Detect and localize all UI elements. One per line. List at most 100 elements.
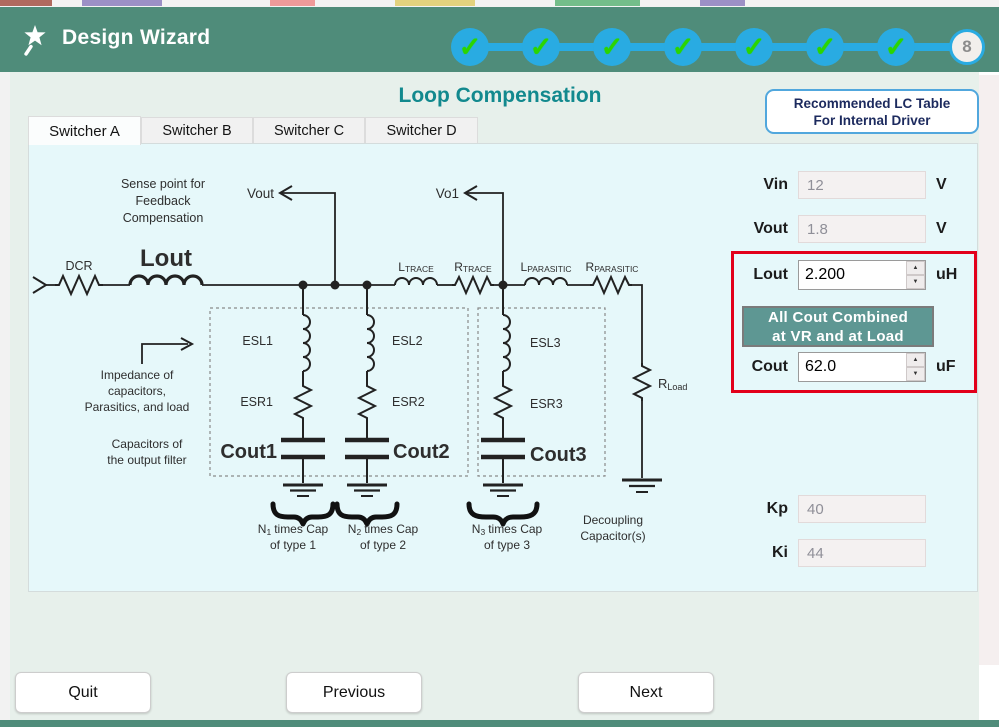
window-title: Design Wizard [62, 26, 211, 49]
lparasitic-label: LPARASITIC [521, 260, 572, 274]
vout-label: Vout [247, 186, 274, 201]
decoupling-label-line2: Capacitor(s) [580, 529, 645, 543]
rload-label: RLoad [658, 376, 687, 392]
progress-step-3-done: ✓ [593, 28, 631, 66]
lout-label: Lout [140, 245, 192, 272]
ltrace-label: LTRACE [398, 260, 434, 274]
lparasitic-inductor [524, 277, 568, 286]
background-artifact [270, 0, 315, 6]
sense-note-line3: Compensation [123, 211, 204, 225]
lout-label: Lout [753, 266, 788, 283]
lout-spin-down-icon[interactable]: ▼ [906, 275, 925, 289]
background-artifact [395, 0, 475, 6]
rparasitic-resistor [590, 274, 632, 296]
cout-spinner: ▲ ▼ [798, 352, 926, 382]
cout-label: Cout [751, 358, 788, 375]
check-icon: ✓ [529, 32, 553, 62]
tab-switcher-c[interactable]: Switcher C [253, 117, 365, 144]
rtrace-label: RTRACE [454, 260, 492, 274]
rload-resistor [631, 363, 653, 401]
lout-unit: uH [936, 266, 958, 283]
cap-branch-3 [481, 285, 525, 497]
sense-note-line2: Feedback [136, 194, 192, 208]
esl2-label: ESL2 [392, 334, 423, 348]
cap-branch-2 [345, 285, 389, 497]
cout2-label: Cout2 [393, 441, 450, 463]
magic-wand-icon [18, 23, 52, 64]
background-artifact [555, 0, 640, 6]
cout-field[interactable] [799, 353, 906, 381]
cout-unit: uF [936, 358, 956, 375]
cout-spin-up-icon[interactable]: ▲ [906, 353, 925, 367]
tab-switcher-d[interactable]: Switcher D [365, 117, 478, 144]
impedance-note-line1: Impedance of [101, 368, 174, 382]
vin-label: Vin [763, 176, 788, 193]
page-title: Loop Compensation [398, 84, 602, 107]
vin-row: Vin V [733, 170, 979, 200]
esl1-label: ESL1 [242, 334, 273, 348]
decoupling-label-line1: Decoupling [583, 513, 643, 527]
cout-badge-line1: All Cout Combined [767, 308, 909, 326]
ki-label: Ki [772, 544, 788, 561]
sense-note-line1: Sense point for [121, 177, 205, 191]
kp-label: Kp [766, 500, 788, 517]
lout-spin-up-icon[interactable]: ▲ [906, 261, 925, 275]
quit-button[interactable]: Quit [15, 672, 151, 713]
kp-field [798, 495, 926, 523]
capacitors-note-line1: Capacitors of [112, 437, 183, 451]
background-artifact [700, 0, 745, 6]
vout-row: Vout V [733, 214, 979, 244]
background-artifact [82, 0, 162, 6]
dcr-label: DCR [65, 259, 92, 273]
cout-combined-badge: All Cout Combined at VR and at Load [742, 306, 934, 347]
window-right-margin [979, 75, 999, 665]
rtrace-resistor [452, 274, 494, 296]
vout-unit: V [936, 220, 947, 237]
check-icon: ✓ [458, 32, 482, 62]
check-icon: ✓ [671, 32, 695, 62]
lc-table-button-line2: For Internal Driver [813, 112, 931, 128]
tab-switcher-b[interactable]: Switcher B [141, 117, 253, 144]
title-bar: Design Wizard ✓ ✓ ✓ ✓ ✓ ✓ ✓ 8 [0, 7, 999, 72]
lout-row: Lout ▲ ▼ uH [733, 260, 979, 290]
underbraces [270, 501, 540, 527]
progress-step-5-done: ✓ [735, 28, 773, 66]
check-icon: ✓ [884, 32, 908, 62]
esr3-label: ESR3 [530, 397, 563, 411]
progress-step-6-done: ✓ [806, 28, 844, 66]
lout-inductor [128, 274, 204, 286]
progress-connector [470, 43, 967, 51]
cout-badge-line2: at VR and at Load [772, 327, 904, 345]
lout-field[interactable] [799, 261, 906, 289]
rparasitic-label: RPARASITIC [586, 260, 639, 274]
circuit-wires [32, 185, 653, 478]
cout1-label: Cout1 [220, 441, 277, 463]
ltrace-inductor [394, 277, 438, 286]
cout-spin-down-icon[interactable]: ▼ [906, 367, 925, 381]
progress-step-2-done: ✓ [522, 28, 560, 66]
vin-unit: V [936, 176, 947, 193]
highlight-red-box [731, 251, 977, 393]
previous-button[interactable]: Previous [286, 672, 422, 713]
progress-step-7-done: ✓ [877, 28, 915, 66]
next-button[interactable]: Next [578, 672, 714, 713]
background-window-strip [0, 0, 999, 7]
decoupling-dashed-box [477, 307, 606, 477]
ncap3-label-line2: of type 3 [484, 538, 530, 552]
recommended-lc-table-button[interactable]: Recommended LC Table For Internal Driver [765, 89, 979, 134]
progress-step-1-done: ✓ [451, 28, 489, 66]
impedance-note-line2: capacitors, [108, 384, 166, 398]
tab-switcher-a[interactable]: Switcher A [28, 116, 141, 145]
vout-field [798, 215, 926, 243]
ncap1-label-line2: of type 1 [270, 538, 316, 552]
esr1-label: ESR1 [240, 395, 273, 409]
lc-table-button-line1: Recommended LC Table [793, 95, 951, 111]
rload-ground [622, 478, 662, 493]
background-artifact [0, 0, 52, 6]
esl3-label: ESL3 [530, 336, 561, 350]
impedance-note-line3: Parasitics, and load [85, 400, 190, 414]
